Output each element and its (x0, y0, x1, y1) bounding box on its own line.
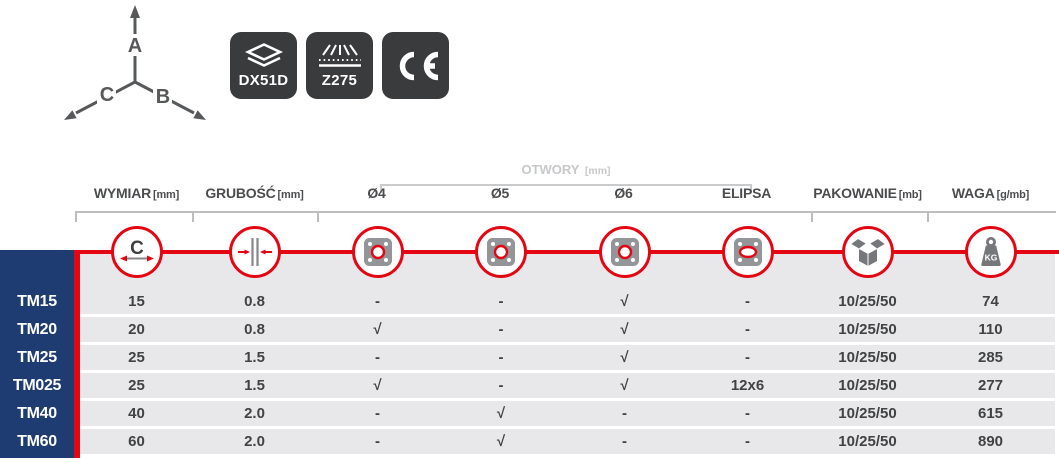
group-label-text: OTWORY (521, 162, 580, 177)
header-grubosc: GRUBOŚĆ[mm] (205, 185, 304, 201)
header-o5: Ø5 (490, 185, 510, 201)
hole-o6-plate-icon (598, 226, 651, 278)
row-label-column (0, 250, 74, 458)
thickness-icon (228, 226, 281, 278)
row-label-tm20: TM20 (17, 321, 57, 338)
certification-badges: DX51D Z275 (230, 32, 449, 99)
group-unit-text: [mm] (584, 165, 611, 177)
header-o4: Ø4 (367, 185, 386, 201)
header-wymiar: WYMIAR[mm] (93, 185, 180, 201)
package-box-icon (841, 226, 894, 278)
ellipse-hole-plate-icon (721, 226, 774, 278)
badge-dx51d: DX51D (230, 32, 297, 99)
axis-label-a: A (128, 35, 142, 57)
header-o6: Ø6 (614, 185, 633, 201)
header-pakowanie: PAKOWANIE[mb] (813, 185, 922, 201)
axis-label-c: C (100, 84, 114, 106)
hole-o5-plate-icon (475, 226, 527, 278)
table-row: 25 1.5 √ - √ 12x6 10/25/50 277 (80, 373, 1055, 398)
column-icons-row: C (80, 226, 1055, 278)
red-accent-line (74, 250, 1059, 254)
zinc-coating-icon (318, 44, 361, 67)
row-label-tm025: TM025 (12, 377, 62, 394)
dimension-c-icon: C (110, 226, 163, 278)
table-row: 20 0.8 √ - √ - 10/25/50 110 (80, 317, 1055, 342)
badge-z275: Z275 (306, 32, 373, 99)
data-table: 15 0.8 - - √ - 10/25/50 74 20 0.8 √ - √ … (80, 253, 1055, 454)
table-row: 60 2.0 - √ - - 10/25/50 890 (80, 429, 1055, 454)
column-group-otwory: OTWORY [mm] (380, 162, 752, 177)
row-label-tm25: TM25 (17, 349, 57, 366)
columns-bracket-line (75, 211, 1056, 213)
weight-unit-text: KG (984, 253, 997, 263)
axis-label-b: B (156, 86, 170, 108)
row-label-list: TM15 TM20 TM25 TM025 TM40 TM60 (0, 289, 74, 457)
row-label-tm15: TM15 (17, 293, 57, 310)
dimension-letter: C (130, 238, 144, 259)
table-row: 40 2.0 - √ - - 10/25/50 615 (80, 401, 1055, 426)
row-label-tm40: TM40 (17, 405, 57, 422)
column-tick (811, 211, 813, 222)
red-accent-stripe (74, 250, 80, 458)
column-tick (317, 211, 319, 222)
header-waga: WAGA[g/mb] (951, 185, 1030, 201)
column-tick (75, 211, 77, 222)
badge-dx51d-label: DX51D (238, 72, 289, 89)
otwory-group-bracket (380, 184, 752, 193)
abc-axis-diagram: A C B (64, 5, 206, 120)
weight-kg-icon: KG (964, 226, 1017, 278)
badge-ce (382, 32, 449, 99)
table-row: 15 0.8 - - √ - 10/25/50 74 (80, 289, 1055, 314)
header-elipsa: ELIPSA (721, 185, 772, 201)
ce-mark-icon (399, 51, 438, 80)
column-tick (192, 211, 194, 222)
table-header-row: WYMIAR[mm] GRUBOŚĆ[mm] Ø4 Ø5 Ø6 ELIPSA P… (80, 185, 1055, 201)
column-tick (927, 211, 929, 222)
hole-o4-plate-icon (351, 226, 404, 278)
badge-z275-label: Z275 (321, 72, 358, 89)
layers-icon (244, 43, 283, 67)
table-row: 25 1.5 - - √ - 10/25/50 285 (80, 345, 1055, 370)
row-label-tm60: TM60 (17, 433, 57, 450)
